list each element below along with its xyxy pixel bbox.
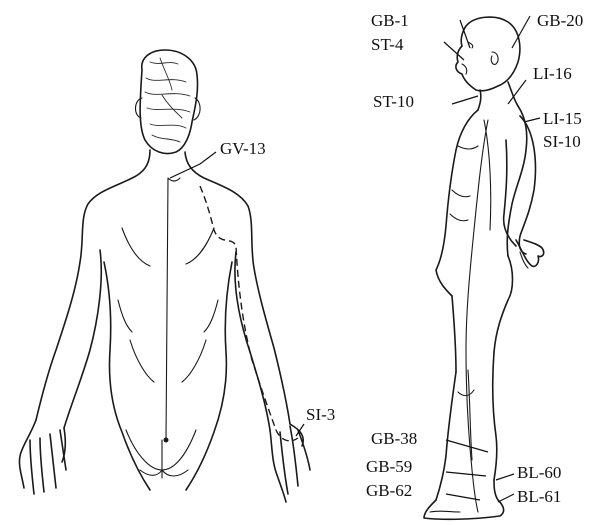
label-gb1: GB-1 bbox=[371, 11, 409, 30]
side-view-figure bbox=[424, 16, 544, 519]
label-bl61: BL-61 bbox=[517, 487, 561, 506]
pointer-li15 bbox=[524, 118, 540, 122]
back-left-hand bbox=[19, 420, 66, 494]
label-si10: SI-10 bbox=[543, 132, 581, 151]
point-labels: GV-13 SI-3 GB-1 ST-4 GB-20 LI-16 ST-10 L… bbox=[220, 11, 583, 506]
pointer-gb38 bbox=[446, 440, 488, 452]
label-bl60: BL-60 bbox=[517, 463, 561, 482]
label-gb20: GB-20 bbox=[537, 11, 583, 30]
label-st4: ST-4 bbox=[371, 35, 404, 54]
pointer-bl61 bbox=[498, 494, 514, 502]
pointer-gb59 bbox=[446, 472, 486, 476]
pointer-bl60 bbox=[496, 474, 514, 480]
label-li16: LI-16 bbox=[533, 64, 572, 83]
label-st10: ST-10 bbox=[373, 92, 414, 111]
back-torso bbox=[36, 150, 298, 490]
label-gv13: GV-13 bbox=[220, 139, 266, 158]
pointer-gb20 bbox=[512, 16, 530, 48]
label-li15: LI-15 bbox=[543, 109, 582, 128]
back-right-hand bbox=[270, 424, 310, 502]
pointer-gv13 bbox=[170, 152, 216, 178]
label-gb62: GB-62 bbox=[366, 481, 412, 500]
pointer-li16 bbox=[508, 80, 526, 104]
side-torso bbox=[424, 106, 544, 519]
side-head bbox=[456, 17, 520, 110]
back-view-figure bbox=[19, 50, 310, 502]
pointer-st10 bbox=[452, 96, 478, 104]
label-gb38: GB-38 bbox=[371, 429, 417, 448]
label-gb59: GB-59 bbox=[366, 457, 412, 476]
label-si3: SI-3 bbox=[306, 405, 335, 424]
back-head bbox=[135, 50, 200, 154]
